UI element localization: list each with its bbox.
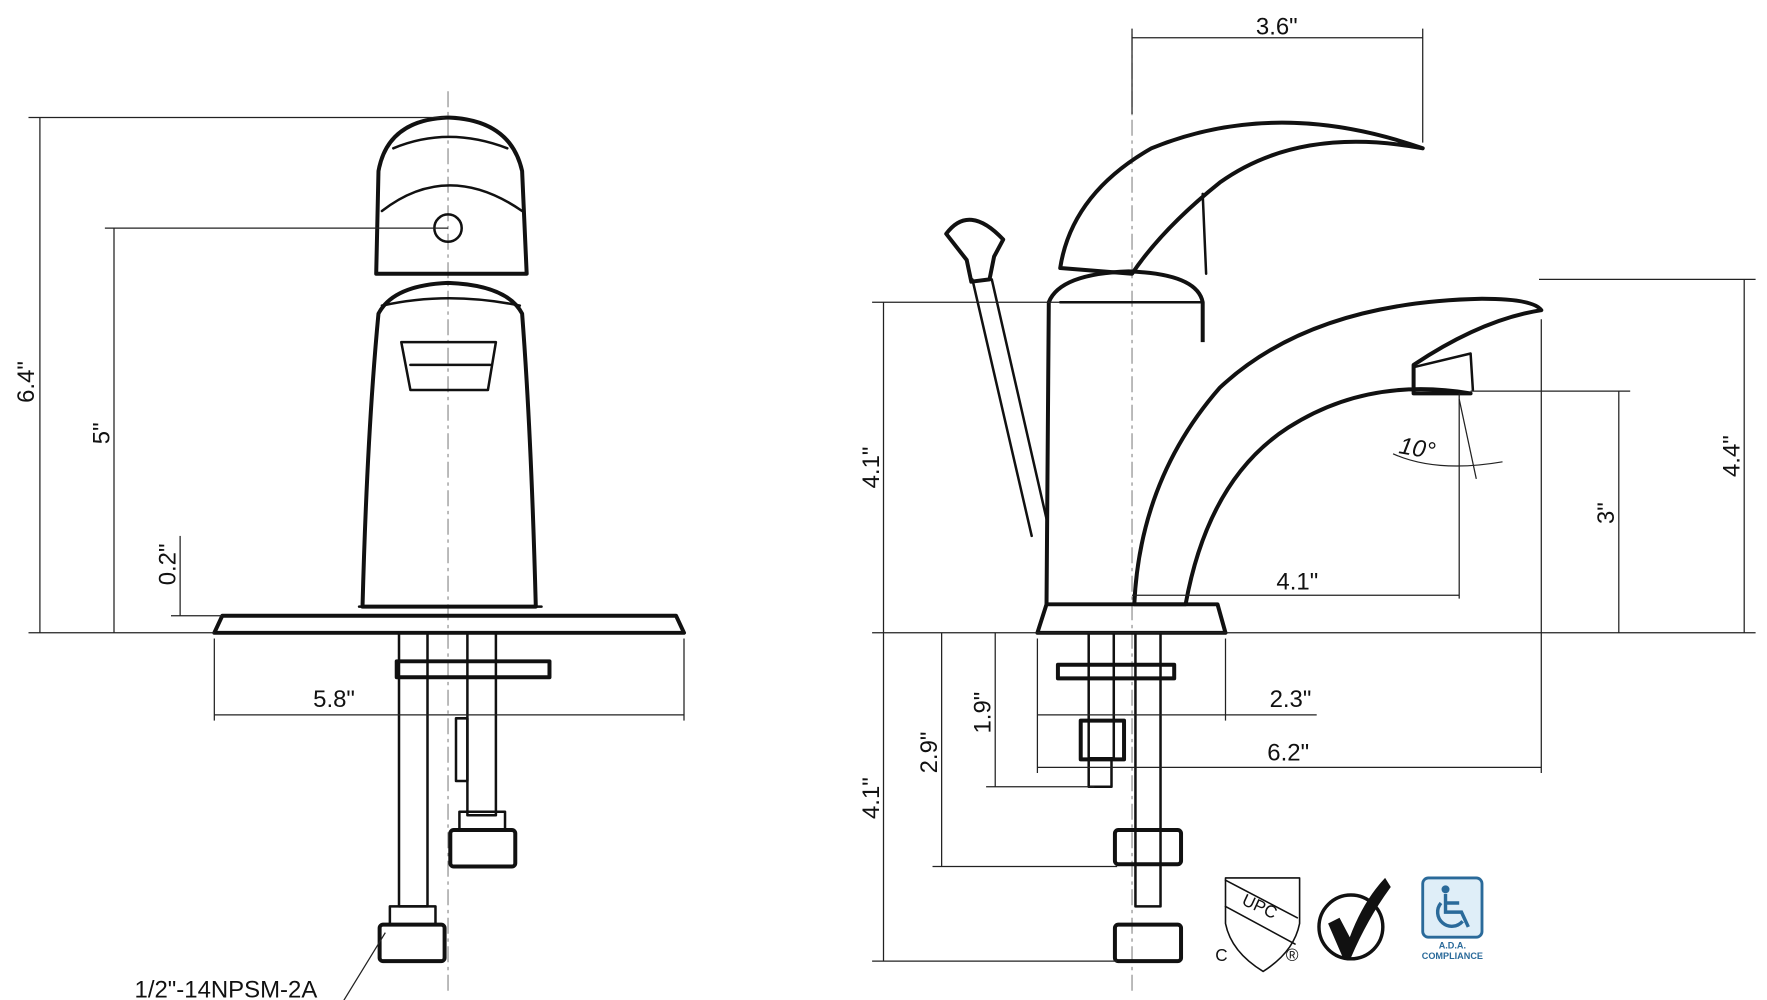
side-dimensions: 3.6" 4.1" 4.4" 3" 10° 4.1" 2.3" 6.2" [858,13,1756,962]
dim-handle-height: 5" [88,422,115,444]
dim-supply-depth: 4.1" [858,777,885,819]
lift-rod-edge [990,278,1048,521]
dim-overall-length: 6.2" [1267,739,1309,766]
dim-spout-height: 4.4" [1719,435,1746,477]
handle-contour [380,184,524,213]
deck-plate [212,613,686,635]
handle-lever [1058,120,1425,276]
body-front [360,280,538,609]
supply-line-hot [397,631,429,908]
connector-neck-hot [388,905,437,926]
aerator-side [1412,352,1475,392]
base-side [1035,602,1228,635]
dim-base-to-center: 2.3" [1270,686,1312,713]
dim-handle-reach: 3.6" [1256,13,1298,40]
upc-c-mark: C [1215,946,1227,965]
rod-nut [1078,718,1127,762]
dim-shank-depth: 2.9" [916,732,943,774]
lift-rod-knob [944,217,1006,284]
mounting-nut [394,659,552,680]
dim-rod-depth: 1.9" [970,692,997,734]
spout [1132,296,1544,607]
thread-callout: 1/2"-14NPSM-2A [135,977,318,1000]
rod-tip [1087,758,1113,788]
body-collar [380,296,522,307]
handle-front [374,115,529,276]
side-view: 3.6" 4.1" 4.4" 3" 10° 4.1" 2.3" 6.2" [858,13,1756,992]
dim-plate-thickness: 0.2" [155,544,182,586]
connector-side-1 [1112,828,1184,867]
dim-spout-reach: 4.1" [1276,568,1318,595]
handle-top-contour [392,135,509,150]
connector-cold [448,828,518,869]
check-certification-logo [1317,877,1391,961]
connector-hot [377,922,447,964]
front-dimensions: 6.4" 5" 0.2" 5.8" 1/2"-14NPSM-2A [13,116,685,1000]
ada-line2: COMPLIANCE [1422,951,1483,961]
lift-rod-front [454,717,469,783]
dim-body-height: 4.1" [858,447,885,489]
lift-rod-lower [1087,631,1116,760]
mounting-nut-side [1055,662,1177,681]
wheelchair-icon [1435,885,1470,928]
dim-aerator-clearance: 3" [1593,502,1620,524]
ada-compliance-logo: A.D.A. COMPLIANCE [1421,876,1484,961]
upc-registered-mark: ® [1286,946,1299,965]
dim-plate-width: 5.8" [313,686,355,713]
connector-side-2 [1112,922,1184,964]
dim-total-height: 6.4" [13,361,40,403]
lift-rod [971,278,1033,538]
aerator-front [400,340,498,392]
ada-line1: A.D.A. [1439,941,1466,951]
connector-neck-cold [458,810,507,832]
upc-logo: UPC C ® [1215,877,1301,973]
body-side [1044,269,1205,605]
dim-spray-angle: 10° [1397,432,1437,465]
front-view: 6.4" 5" 0.2" 5.8" 1/2"-14NPSM-2A [13,91,686,1000]
handle-pivot [1201,192,1208,275]
